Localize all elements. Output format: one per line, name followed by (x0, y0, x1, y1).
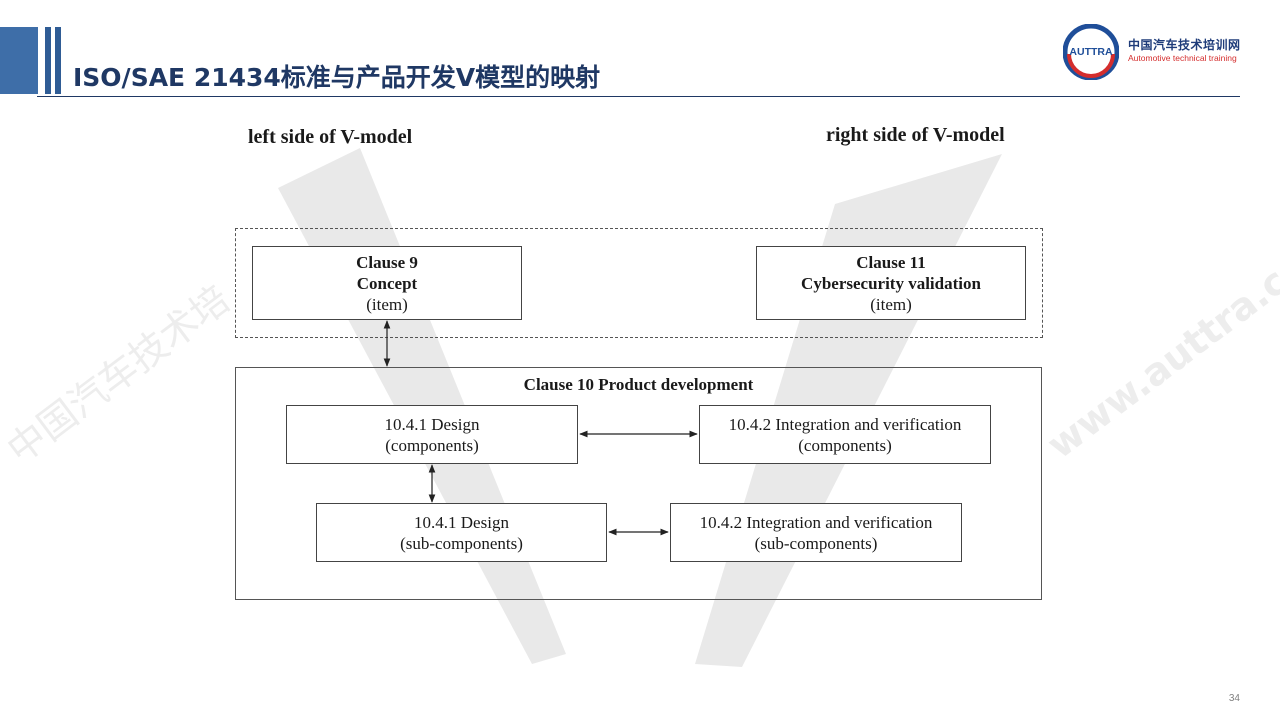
logo-en-name: Automotive technical training (1128, 53, 1237, 63)
integration-components-scope: (components) (798, 435, 892, 455)
header-accent-block (0, 27, 38, 94)
header-accent-bar (55, 27, 61, 94)
clause11-number: Clause 11 (856, 252, 926, 272)
logo-badge-text: AUTTRA (1069, 46, 1113, 58)
logo-cn-name: 中国汽车技术培训网 (1128, 38, 1241, 52)
design-components-title: 10.4.1 Design (384, 414, 480, 434)
header-divider (37, 96, 1240, 97)
design-subcomponents-box: 10.4.1 Design (sub-components) (316, 503, 607, 562)
integration-subcomponents-scope: (sub-components) (754, 533, 878, 553)
product-development-group (235, 367, 1042, 600)
clause9-number: Clause 9 (356, 252, 418, 272)
clause11-name: Cybersecurity validation (801, 273, 981, 293)
item-level-group (235, 228, 1043, 338)
auttra-logo-icon: AUTTRA (1063, 24, 1119, 80)
clause11-scope: (item) (870, 294, 912, 314)
integration-subcomponents-title: 10.4.2 Integration and verification (699, 512, 933, 532)
clause9-concept-box: Clause 9 Concept (item) (252, 246, 522, 320)
integration-components-box: 10.4.2 Integration and verification (com… (699, 405, 991, 464)
design-components-box: 10.4.1 Design (components) (286, 405, 578, 464)
integration-subcomponents-box: 10.4.2 Integration and verification (sub… (670, 503, 962, 562)
design-components-scope: (components) (385, 435, 479, 455)
design-subcomponents-title: 10.4.1 Design (414, 512, 509, 532)
design-subcomponents-scope: (sub-components) (400, 533, 523, 553)
clause11-validation-box: Clause 11 Cybersecurity validation (item… (756, 246, 1026, 320)
integration-components-title: 10.4.2 Integration and verification (728, 414, 962, 434)
clause9-scope: (item) (366, 294, 408, 314)
clause9-name: Concept (356, 273, 418, 293)
page-number: 34 (1228, 693, 1240, 704)
clause10-title: Clause 10 Product development (523, 375, 754, 394)
right-side-label: right side of V-model (826, 124, 1005, 146)
left-side-label: left side of V-model (248, 126, 413, 148)
slide-title: ISO/SAE 21434标准与产品开发V模型的映射 (73, 63, 601, 92)
header-accent-bar (45, 27, 51, 94)
